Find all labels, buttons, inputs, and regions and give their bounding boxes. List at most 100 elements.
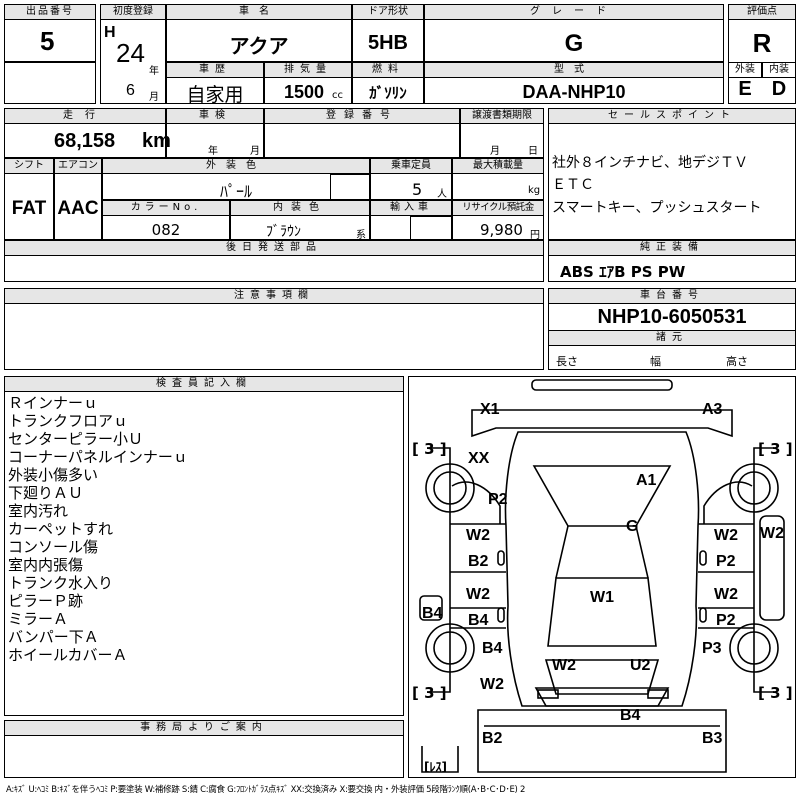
equipment-header: 純正装備: [640, 242, 704, 253]
displacement-unit: cc: [332, 90, 343, 101]
damage-code-legend: A:ｷｽﾞ U:ﾍｺﾐ B:ｷｽﾞを伴うﾍｺﾐ P:要塗装 W:補修跡 S:錆 …: [6, 785, 526, 795]
damage-code-w2-fl: W2: [466, 527, 490, 544]
color-no-header-cell: [102, 200, 230, 216]
dims-height: 高さ: [726, 355, 748, 368]
ext-color-value: ﾊﾟｰﾙ: [219, 182, 252, 201]
damage-code-xx: XX: [468, 450, 490, 467]
aircon-header-cell: [54, 158, 102, 174]
damage-code-p3: P3: [702, 640, 722, 657]
damage-code-a1: A1: [636, 472, 657, 489]
score-int-value: D: [771, 78, 787, 100]
later-parts-header-cell: [4, 240, 544, 256]
inspector-note: コーナーパネルインナーｕ: [8, 448, 188, 466]
history-value: 自家用: [186, 84, 244, 106]
damage-code-p2-hood: P2: [488, 491, 508, 508]
inspector-note: コンソール傷: [8, 538, 99, 556]
inspector-notes-list: Ｒインナーｕ トランクフロアｕ センターピラー小Ｕ コーナーパネルインナーｕ 外…: [8, 394, 188, 664]
damage-code-w2-rl: W2: [466, 586, 490, 603]
aircon-value: AAC: [57, 198, 99, 219]
damage-code-p2-rr: P2: [716, 612, 736, 629]
office-header-cell: [4, 720, 404, 736]
inspection-month-unit: 月: [250, 146, 260, 157]
capacity-header: 乗車定員: [391, 160, 431, 171]
damage-code-w2-back: W2: [480, 676, 504, 693]
import-header-cell: [370, 200, 452, 216]
history-header-cell: [166, 62, 264, 78]
mileage-value: 68,158: [54, 130, 116, 152]
first-reg-month: 6: [126, 82, 135, 99]
ext-color-header-cell: [102, 158, 370, 174]
car-diagram: [419, 379, 785, 773]
capacity-value: 5: [412, 180, 423, 199]
damage-code-x1: X1: [480, 401, 500, 418]
recycle-unit: 円: [530, 230, 540, 241]
color-no-header: カラーNo.: [130, 202, 202, 213]
first-reg-month-unit: 月: [149, 92, 159, 103]
damage-code-w2-side: W2: [760, 525, 784, 542]
first-reg-year: 24: [116, 38, 145, 68]
shift-value: FAT: [11, 198, 47, 219]
score-ext-header: 外装: [735, 64, 755, 75]
inspection-header: 車検: [199, 110, 231, 121]
chassis-value: NHP10-6050531: [597, 306, 747, 328]
int-color-header-cell: [230, 200, 370, 216]
reg-no-header: 登録番号: [326, 110, 398, 121]
sales-point-line-2: ＥＴＣ: [552, 177, 594, 193]
damage-code-w2-rr: W2: [714, 586, 738, 603]
displacement-value: 1500: [284, 82, 325, 102]
fuel-header-cell: [352, 62, 424, 78]
inspector-note: Ｒインナーｕ: [8, 394, 99, 412]
sales-point-line-3: スマートキー、プッシュスタート: [552, 200, 762, 216]
first-reg-header: 初度登録: [113, 6, 153, 17]
recycle-value: 9,980: [480, 221, 523, 239]
inspection-year-unit: 年: [208, 146, 218, 157]
fuel-value: ｶﾞｿﾘﾝ: [369, 84, 407, 102]
score-value: R: [752, 28, 772, 58]
shift-header: シフト: [14, 160, 44, 171]
equipment-value: ABS ｴｱB PS PW: [560, 263, 686, 281]
model-value: DAA-NHP10: [522, 82, 626, 102]
damage-code-g: G: [626, 518, 639, 535]
inspector-note: ホイールカバーＡ: [8, 646, 128, 664]
grade-header-cell: [424, 4, 724, 20]
inspector-note: トランク水入り: [8, 574, 114, 592]
inspector-note: バンパー下Ａ: [8, 628, 99, 646]
inspector-note: 室内内張傷: [8, 556, 84, 574]
doors-value: 5HB: [367, 32, 408, 54]
inspector-note: センターピラー小Ｕ: [8, 430, 144, 448]
max-load-header-cell: [452, 158, 544, 174]
car-diagram-box: [408, 376, 796, 778]
dims-header: 諸元: [656, 332, 688, 343]
shift-header-cell: [4, 158, 54, 174]
max-load-header: 最大積載量: [473, 160, 523, 171]
inspector-header-cell: [4, 376, 404, 392]
dims-header-cell: [548, 330, 796, 346]
lot-header: 出品番号: [26, 6, 74, 17]
mileage-header-cell: [4, 108, 166, 124]
dims-width: 幅: [650, 355, 661, 368]
int-color-value: ﾌﾞﾗｳﾝ: [266, 224, 301, 240]
int-color-header: 内装色: [273, 202, 327, 213]
inspector-note: 室内汚れ: [8, 502, 69, 520]
doors-header-cell: [352, 4, 424, 20]
lot-header-cell: [4, 4, 96, 20]
tire-tread-front-left: [ 3 ]: [412, 440, 447, 458]
damage-code-b4-side: B4: [422, 605, 443, 622]
office-header: 事務局よりご案内: [140, 722, 268, 733]
tire-tread-rear-left: [ 3 ]: [412, 684, 447, 702]
import-sub-cell: [410, 216, 452, 240]
history-header: 車歴: [199, 64, 231, 75]
fuel-header: 燃料: [372, 64, 404, 75]
model-header: 型式: [554, 64, 594, 75]
inspector-note: 外装小傷多い: [8, 466, 99, 484]
sales-point-line-1: 社外８インチナビ、地デジＴＶ: [552, 155, 748, 171]
damage-code-u2: U2: [630, 657, 651, 674]
tire-tread-front-right: [ 3 ]: [758, 440, 793, 458]
color-no-value: 082: [151, 221, 181, 239]
damage-code-a3: A3: [702, 401, 723, 418]
car-name-value: アクア: [229, 34, 289, 58]
inspector-note: ミラーＡ: [8, 610, 69, 628]
transfer-header: 譲渡書類期限: [472, 110, 532, 121]
score-header: 評価点: [747, 6, 777, 17]
inspection-header-cell: [166, 108, 264, 124]
